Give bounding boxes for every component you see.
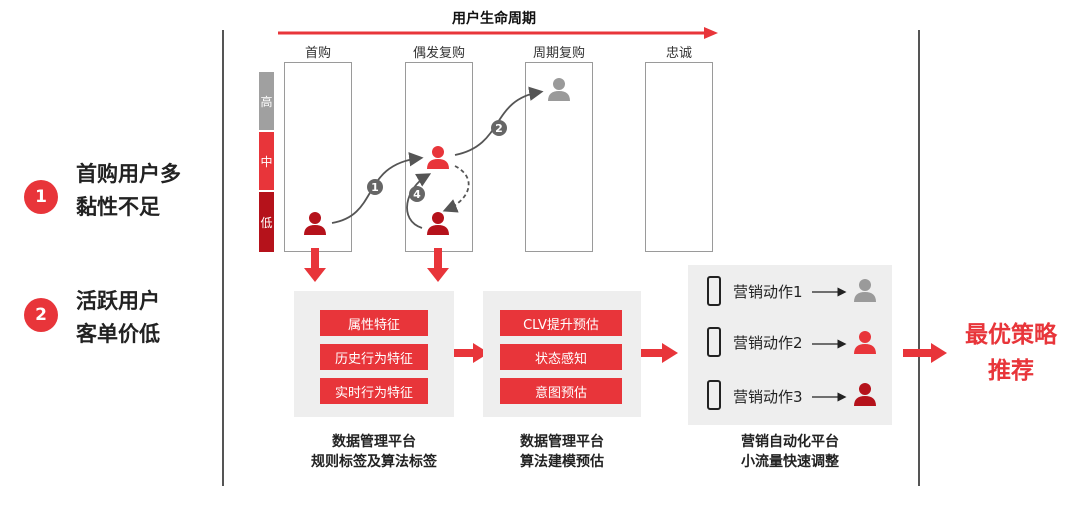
- stage-label-first-purchase: 首购: [304, 46, 331, 61]
- user-icon-occasional-medium: [427, 146, 449, 169]
- model-intent-estimate: 意图预估: [500, 378, 622, 404]
- user-icon-gray: [854, 279, 876, 302]
- stage-label-periodic-repurchase: 周期复购: [532, 46, 585, 61]
- feature-historical-behavior: 历史行为特征: [320, 344, 428, 370]
- panel-2-caption-line-1: 数据管理平台: [520, 434, 604, 450]
- marketing-action-1: 营销动作1: [733, 283, 803, 301]
- feature-realtime-behavior: 实时行为特征: [320, 378, 428, 404]
- right-arrow-3: [903, 343, 947, 363]
- right-arrow-2: [636, 343, 678, 363]
- panel-1-caption: 数据管理平台 规则标签及算法标签: [284, 432, 464, 472]
- panel-1-caption-line-2: 规则标签及算法标签: [311, 454, 437, 470]
- lifecycle-title: 用户生命周期: [452, 11, 536, 27]
- step-4-icon: 4: [409, 186, 425, 202]
- flow-path-4: [406, 173, 432, 229]
- step-1-label: 1: [371, 181, 379, 194]
- problem-1: 首购用户多 黏性不足: [76, 158, 181, 224]
- left-divider: [222, 30, 224, 486]
- panel-2-caption-line-2: 算法建模预估: [520, 454, 604, 470]
- level-high: 高: [259, 72, 274, 130]
- level-medium: 中: [259, 132, 274, 190]
- stage-column-loyal: [645, 62, 713, 252]
- problem-2-line-2: 客单价低: [76, 322, 160, 346]
- panel-1-caption-line-1: 数据管理平台: [332, 434, 416, 450]
- user-icon-dark-red: [854, 383, 876, 406]
- user-icon-first-low: [304, 212, 326, 235]
- step-4-label: 4: [413, 188, 421, 201]
- problem-1-line-2: 黏性不足: [76, 195, 160, 219]
- panel-3-caption-line-1: 营销自动化平台: [741, 434, 839, 450]
- right-arrow-1: [447, 343, 489, 363]
- phone-icon: [707, 276, 721, 306]
- phone-icon: [707, 380, 721, 410]
- stage-label-loyal: 忠诚: [665, 46, 692, 61]
- problem-2-line-1: 活跃用户: [76, 289, 160, 313]
- panel-2-caption: 数据管理平台 算法建模预估: [472, 432, 652, 472]
- step-2-icon: 2: [491, 120, 507, 136]
- marketing-targets: [812, 279, 876, 406]
- problem-2: 活跃用户 客单价低: [76, 285, 160, 351]
- lifecycle-arrow: [278, 27, 718, 39]
- result-line-1: 最优策略: [965, 322, 1057, 348]
- result-line-2: 推荐: [988, 358, 1034, 384]
- user-icon-occasional-low: [427, 212, 449, 235]
- marketing-action-2: 营销动作2: [733, 334, 803, 352]
- panel-3-caption: 营销自动化平台 小流量快速调整: [700, 432, 880, 472]
- marketing-action-3: 营销动作3: [733, 388, 803, 406]
- stage-label-occasional-repurchase: 偶发复购: [412, 46, 465, 61]
- down-arrow-occasional: [427, 248, 449, 282]
- problem-number-1: 1: [24, 180, 58, 214]
- panel-3-caption-line-2: 小流量快速调整: [741, 454, 839, 470]
- user-icon-red: [854, 331, 876, 354]
- level-low: 低: [259, 192, 274, 252]
- problem-number-2: 2: [24, 298, 58, 332]
- right-divider: [918, 30, 920, 486]
- down-arrow-first: [304, 248, 326, 282]
- step-2-label: 2: [495, 122, 503, 135]
- result-text: 最优策略 推荐: [946, 317, 1076, 389]
- flow-path-3-dashed: [442, 165, 470, 213]
- problem-1-line-1: 首购用户多: [76, 162, 181, 186]
- step-1-icon: 1: [367, 179, 383, 195]
- model-state-awareness: 状态感知: [500, 344, 622, 370]
- model-clv-estimate: CLV提升预估: [500, 310, 622, 336]
- phone-icon: [707, 327, 721, 357]
- feature-attribute: 属性特征: [320, 310, 428, 336]
- user-icon-periodic-high: [548, 78, 570, 101]
